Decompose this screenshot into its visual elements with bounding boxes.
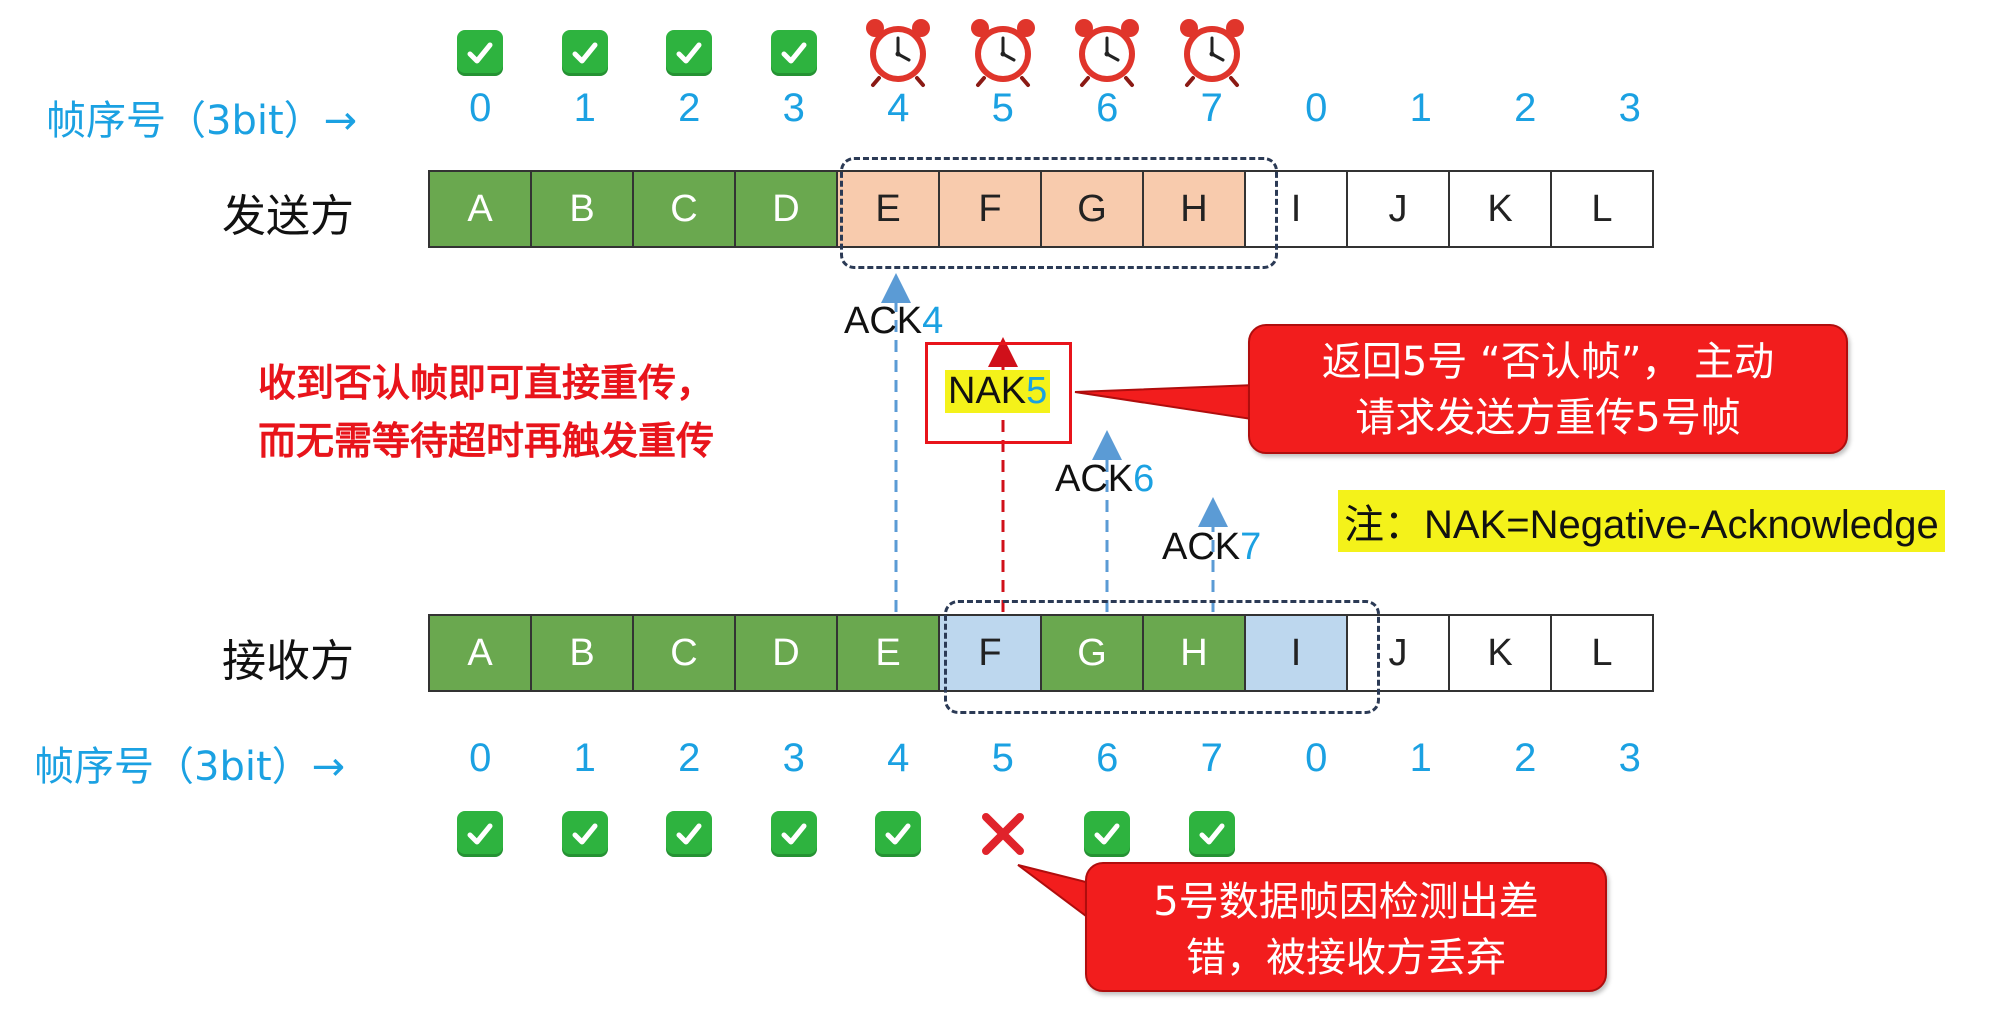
nak-callout-line-2: 请求发送方重传5号帧	[1355, 395, 1741, 441]
ack6-label: ACK6	[1055, 458, 1155, 500]
seq-number: 0	[469, 736, 492, 780]
frame-cell: C	[632, 614, 736, 692]
check-icon	[875, 811, 922, 857]
check-icon	[1188, 811, 1235, 857]
error-callout-line-1: 5号数据帧因检测出差	[1153, 879, 1539, 925]
seq-number: 6	[1096, 736, 1119, 780]
frame-cell: B	[530, 170, 634, 248]
seq-number: 0	[1305, 86, 1328, 130]
seq-number: 4	[887, 86, 910, 130]
frame-cell: I	[1244, 170, 1348, 248]
retransmit-note: 收到否认帧即可直接重传， 而无需等待超时再触发重传	[258, 354, 714, 470]
check-icon	[457, 30, 504, 76]
nak-callout: 返回5号 “否认帧”， 主动 请求发送方重传5号帧	[1248, 324, 1848, 454]
frame-cell: H	[1142, 614, 1246, 692]
check-icon	[457, 811, 504, 857]
seq-number: 1	[1409, 86, 1432, 130]
seq-number: 1	[1409, 736, 1432, 780]
frame-cell: F	[938, 614, 1042, 692]
frame-cell: I	[1244, 614, 1348, 692]
receiver-window	[944, 600, 1380, 714]
nak5-label: NAK5	[945, 370, 1051, 413]
seq-number: 5	[991, 86, 1014, 130]
alarm-clock-icon	[1175, 14, 1249, 88]
error-callout: 5号数据帧因检测出差 错，被接收方丢弃	[1085, 862, 1607, 992]
seq-number: 3	[1618, 736, 1641, 780]
check-icon	[561, 30, 608, 76]
receiver-label: 接收方	[222, 636, 354, 687]
frame-cell: G	[1040, 614, 1144, 692]
frame-cell: K	[1448, 170, 1552, 248]
seq-number: 0	[469, 86, 492, 130]
frame-cell: E	[836, 170, 940, 248]
check-icon	[666, 30, 713, 76]
sender-window	[840, 157, 1278, 269]
frame-cell: H	[1142, 170, 1246, 248]
alarm-clock-icon	[966, 14, 1040, 88]
receiver-seq-label: 帧序号（3bit）→	[34, 744, 346, 790]
ack4-label: ACK4	[844, 300, 944, 342]
alarm-clock-icon	[1070, 14, 1144, 88]
seq-number: 1	[573, 86, 596, 130]
frame-cell: G	[1040, 170, 1144, 248]
frame-cell: B	[530, 614, 634, 692]
frame-cell: J	[1346, 614, 1450, 692]
ack7-label: ACK7	[1162, 526, 1262, 568]
frame-cell: K	[1448, 614, 1552, 692]
alarm-clock-icon	[861, 14, 935, 88]
seq-number: 2	[1514, 86, 1537, 130]
seq-number: 4	[887, 736, 910, 780]
nak-box	[925, 342, 1072, 444]
check-icon	[561, 811, 608, 857]
check-icon	[770, 30, 817, 76]
cross-icon	[978, 809, 1028, 863]
seq-number: 1	[573, 736, 596, 780]
seq-number: 2	[678, 86, 701, 130]
seq-number: 7	[1200, 86, 1223, 130]
seq-number: 3	[782, 736, 805, 780]
frame-cell: J	[1346, 170, 1450, 248]
seq-number: 6	[1096, 86, 1119, 130]
frame-cell: D	[734, 170, 838, 248]
seq-number: 2	[678, 736, 701, 780]
frame-cell: L	[1550, 614, 1654, 692]
check-icon	[666, 811, 713, 857]
seq-number: 3	[1618, 86, 1641, 130]
seq-number: 7	[1200, 736, 1223, 780]
seq-number: 5	[991, 736, 1014, 780]
retransmit-note-line-1: 收到否认帧即可直接重传，	[258, 361, 715, 405]
nak-callout-line-1: 返回5号 “否认帧”， 主动	[1321, 339, 1775, 385]
frame-cell: E	[836, 614, 940, 692]
seq-number: 3	[782, 86, 805, 130]
nak-callout-pointer	[1074, 383, 1260, 422]
seq-number: 2	[1514, 736, 1537, 780]
frame-cell: L	[1550, 170, 1654, 248]
seq-number: 0	[1305, 736, 1328, 780]
nak-definition-note: 注：NAK=Negative-Acknowledge	[1338, 490, 1945, 552]
frame-cell: A	[428, 614, 532, 692]
sender-label: 发送方	[222, 191, 354, 242]
retransmit-note-line-2: 而无需等待超时再触发重传	[258, 419, 715, 463]
error-callout-line-2: 错，被接收方丢弃	[1186, 935, 1506, 981]
check-icon	[1084, 811, 1131, 857]
frame-cell: D	[734, 614, 838, 692]
sender-seq-label: 帧序号（3bit）→	[46, 98, 358, 144]
check-icon	[770, 811, 817, 857]
